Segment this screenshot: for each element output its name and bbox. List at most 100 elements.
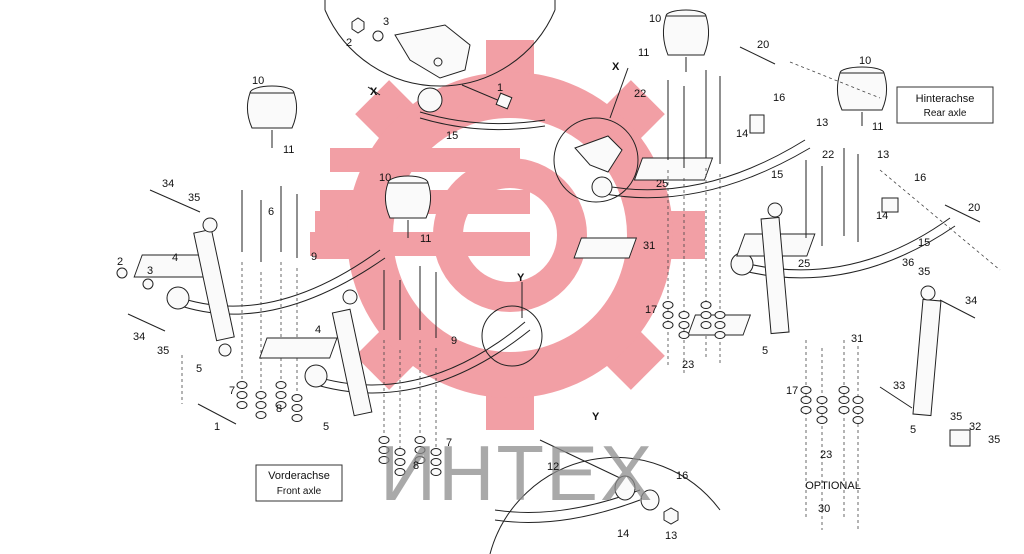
callout-35: 35 bbox=[988, 434, 1000, 446]
detail-x-bracket bbox=[394, 24, 471, 79]
front-axle-box: Vorderachse Front axle bbox=[255, 464, 343, 502]
detail-x-spring-leaf bbox=[419, 111, 546, 125]
callout-4: 4 bbox=[172, 252, 178, 264]
bolt-34 bbox=[939, 299, 976, 319]
callout-35: 35 bbox=[157, 345, 169, 357]
callout-15: 15 bbox=[918, 237, 930, 249]
callout-11: 11 bbox=[283, 144, 294, 156]
shock-absorber-right bbox=[912, 298, 942, 417]
shock-absorber bbox=[193, 228, 235, 342]
detail-x-outline-top bbox=[324, 0, 556, 10]
nut bbox=[378, 456, 390, 464]
detail-circle-x bbox=[324, 0, 556, 131]
callout-x: X bbox=[612, 61, 620, 73]
front-axle-frame bbox=[255, 464, 343, 502]
spring-plate bbox=[259, 337, 338, 359]
rear-axle-box: Hinterachse Rear axle bbox=[896, 86, 994, 124]
callout-10: 10 bbox=[859, 55, 871, 67]
callout-4: 4 bbox=[315, 324, 321, 336]
detail-x-bolt bbox=[461, 84, 501, 102]
bolt-20 bbox=[944, 204, 981, 223]
nut bbox=[275, 401, 287, 409]
bumper-front-left bbox=[246, 85, 298, 148]
bolt-34 bbox=[149, 189, 201, 213]
callout-1: 1 bbox=[214, 421, 220, 433]
detail-circle-y bbox=[481, 305, 721, 554]
rear-axle-title: Hinterachse bbox=[916, 93, 975, 105]
plate-31 bbox=[573, 237, 638, 259]
nut bbox=[852, 406, 864, 414]
callout-7: 7 bbox=[446, 437, 452, 449]
callout-23: 23 bbox=[682, 359, 694, 371]
shock-eye-top bbox=[342, 289, 358, 305]
callout-10: 10 bbox=[649, 13, 661, 25]
nut bbox=[116, 267, 128, 279]
callout-15: 15 bbox=[446, 130, 458, 142]
callout-5: 5 bbox=[762, 345, 768, 357]
shock-absorber bbox=[760, 216, 790, 335]
callout-16: 16 bbox=[914, 172, 926, 184]
shock-absorber bbox=[331, 308, 373, 417]
callout-3: 3 bbox=[383, 16, 389, 28]
callout-y: Y bbox=[517, 272, 525, 284]
bumper-body bbox=[836, 72, 888, 111]
bumper-body bbox=[246, 92, 298, 129]
detail-x-nut bbox=[351, 17, 365, 34]
nut bbox=[255, 391, 267, 399]
nut bbox=[394, 458, 406, 466]
nut bbox=[714, 331, 726, 339]
nut bbox=[236, 391, 248, 399]
nut bbox=[816, 416, 828, 424]
callout-14: 14 bbox=[876, 210, 888, 222]
callout-17: 17 bbox=[645, 304, 657, 316]
detail-x-spring-leaf-2 bbox=[419, 117, 546, 131]
callout-25: 25 bbox=[798, 258, 810, 270]
detail-y-small-outline bbox=[481, 305, 543, 367]
nut bbox=[838, 406, 850, 414]
detail-y-bolt bbox=[539, 439, 621, 479]
nut bbox=[430, 448, 442, 456]
watermark-gear-logo bbox=[310, 40, 705, 430]
callout-5: 5 bbox=[910, 424, 916, 436]
callout-25: 25 bbox=[656, 178, 668, 190]
callout-35: 35 bbox=[950, 411, 962, 423]
callout-34: 34 bbox=[965, 295, 977, 307]
spring-eye bbox=[166, 286, 190, 310]
nut bbox=[255, 401, 267, 409]
detail-y-nut bbox=[663, 507, 679, 525]
callout-20: 20 bbox=[757, 39, 769, 51]
detail-x-washer bbox=[372, 30, 384, 42]
callout-10: 10 bbox=[252, 75, 264, 87]
nut bbox=[700, 321, 712, 329]
bushing-32 bbox=[949, 429, 971, 447]
nut bbox=[852, 396, 864, 404]
callout-23: 23 bbox=[820, 449, 832, 461]
leader-x bbox=[609, 67, 629, 119]
callout-33: 33 bbox=[893, 380, 905, 392]
washer bbox=[142, 278, 154, 290]
spring-plate bbox=[633, 157, 714, 181]
callout-2: 2 bbox=[117, 256, 123, 268]
detail-y-bushing bbox=[614, 475, 636, 501]
callout-11: 11 bbox=[638, 47, 649, 59]
spring-leaf-bottom bbox=[599, 147, 811, 199]
guide bbox=[879, 169, 1001, 271]
bolt-1 bbox=[197, 403, 237, 425]
detail-x-small-bracket bbox=[574, 135, 623, 173]
nut bbox=[678, 321, 690, 329]
callout-9: 9 bbox=[451, 335, 457, 347]
nut bbox=[378, 436, 390, 444]
callout-8: 8 bbox=[413, 460, 419, 472]
detail-x-small-outline bbox=[553, 117, 639, 203]
detail-x-outline bbox=[324, 9, 556, 87]
front-center-spring-assembly bbox=[259, 266, 531, 455]
callout-35: 35 bbox=[188, 192, 200, 204]
callout-20: 20 bbox=[968, 202, 980, 214]
callout-31: 31 bbox=[851, 333, 863, 345]
bolt-33 bbox=[879, 386, 913, 409]
callout-14: 14 bbox=[736, 128, 748, 140]
nut bbox=[275, 391, 287, 399]
callout-9: 9 bbox=[311, 251, 317, 263]
bolt-20 bbox=[739, 46, 776, 65]
rear-right-spring-assembly bbox=[687, 61, 1001, 530]
